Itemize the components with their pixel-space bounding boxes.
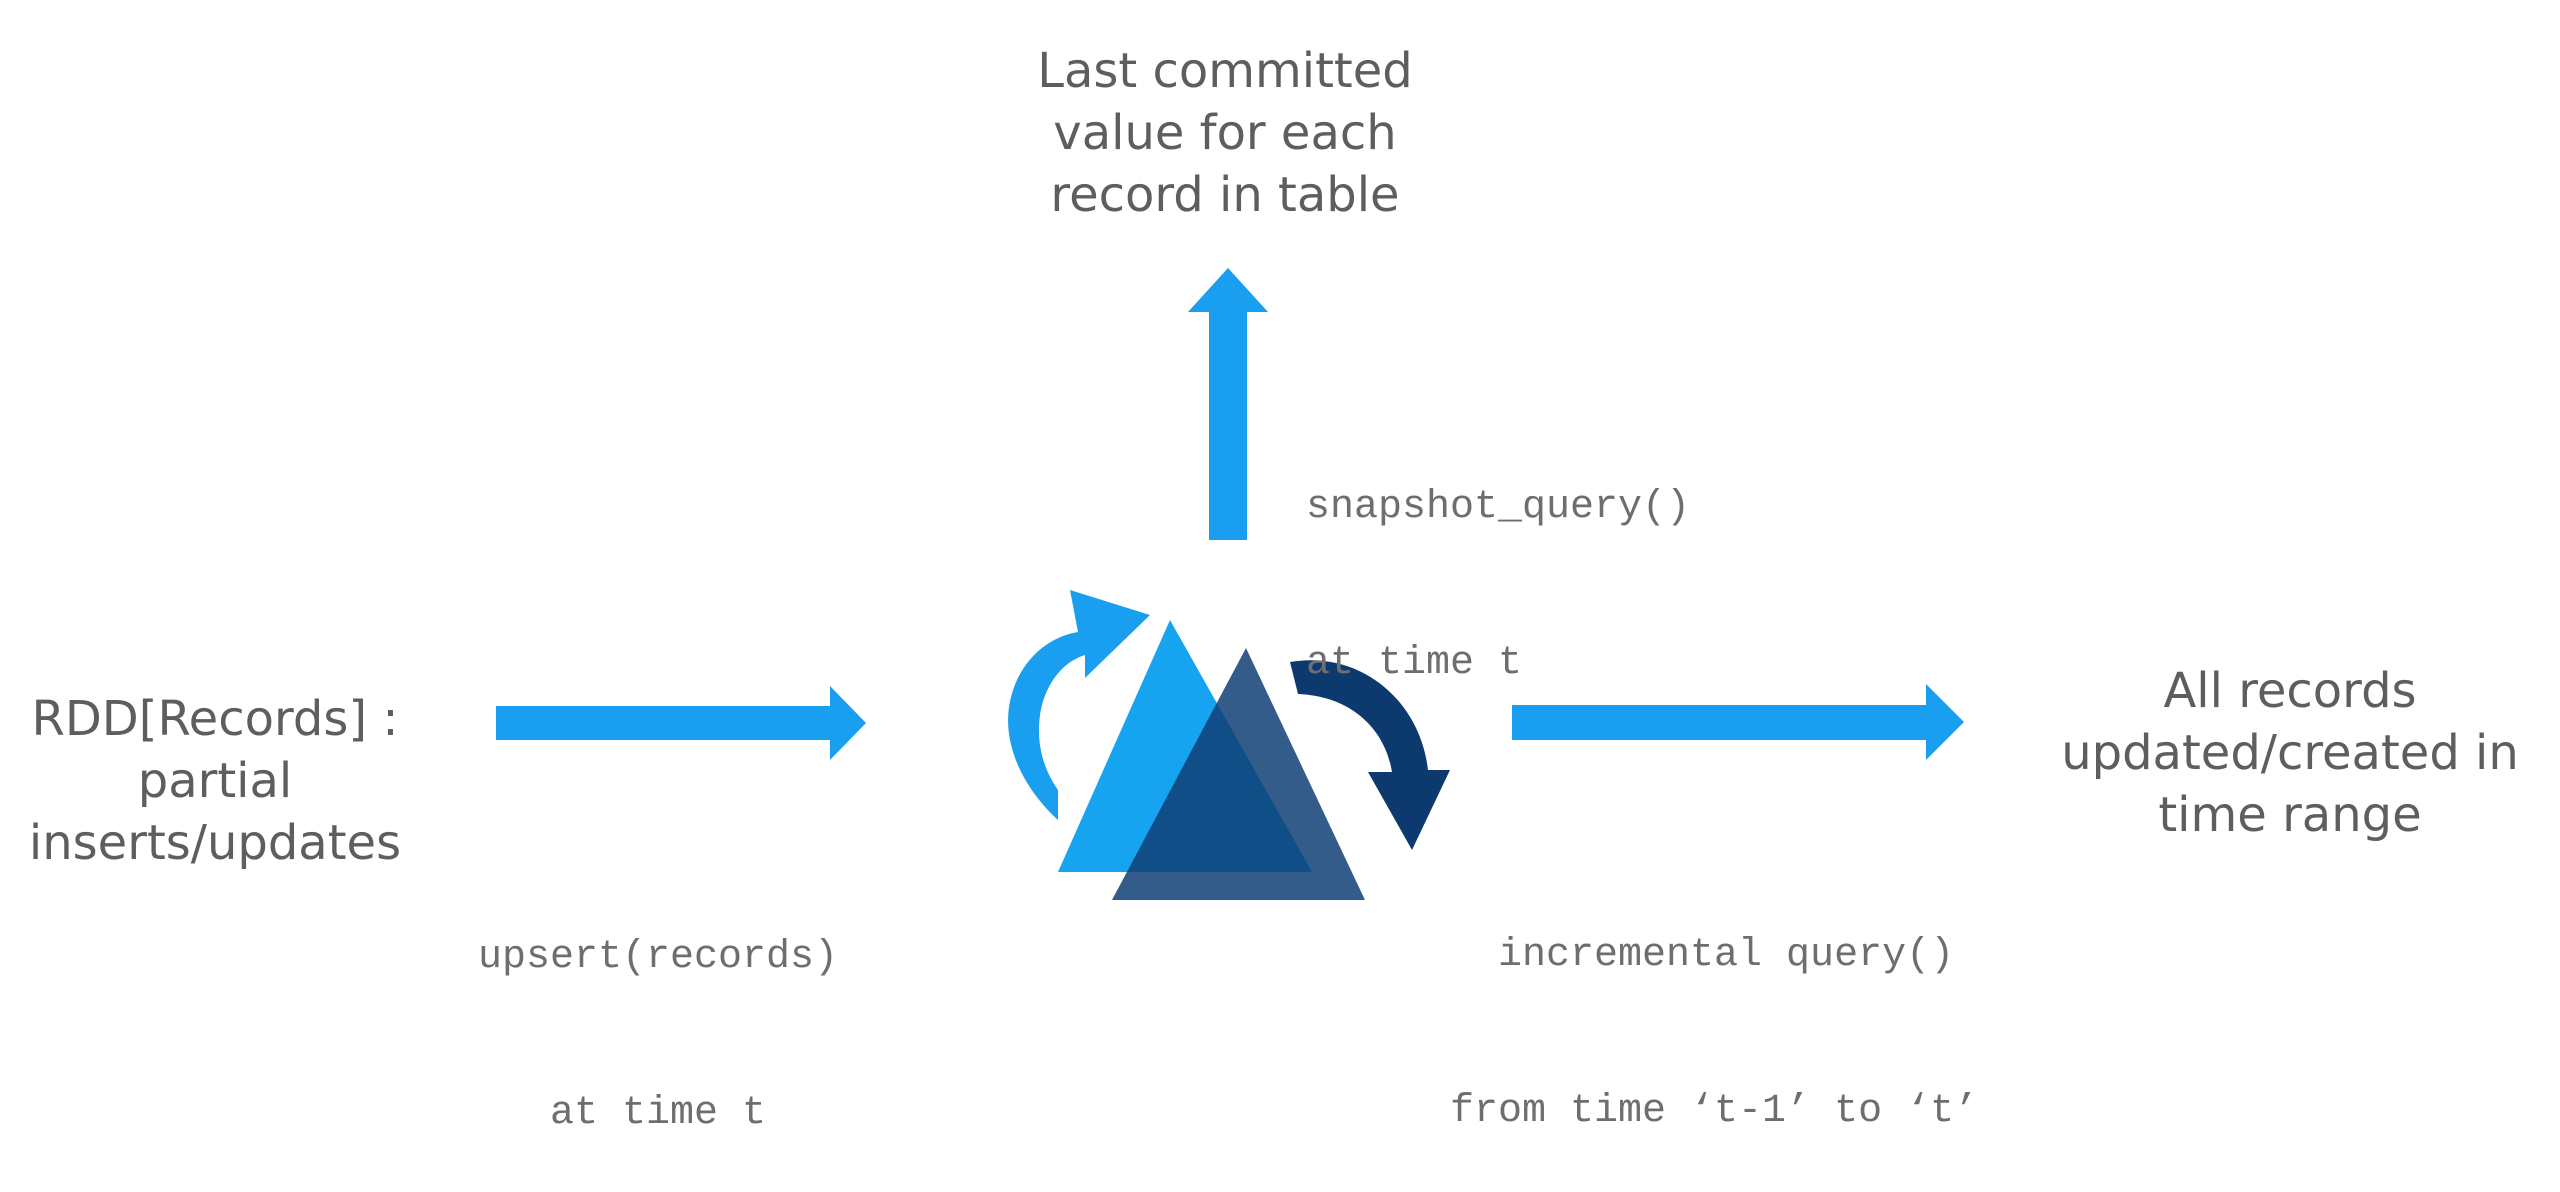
upsert-line: at time t xyxy=(478,1091,767,1136)
snapshot-query-label: snapshot_query() at time t xyxy=(1306,378,1690,742)
snapshot-query-line: snapshot_query() xyxy=(1306,485,1691,530)
output-line: All records xyxy=(2163,663,2417,719)
output-line: time range xyxy=(2158,787,2422,843)
rotate-clockwise-icon xyxy=(1008,590,1150,820)
top-output-label: Last committed value for each record in … xyxy=(1020,40,1430,226)
top-output-line: record in table xyxy=(1050,167,1400,223)
snapshot-query-line: at time t xyxy=(1306,641,1523,686)
left-arrow xyxy=(496,686,866,760)
input-line: inserts/updates xyxy=(28,815,402,871)
top-output-line: Last committed xyxy=(1037,43,1413,99)
incremental-line: from time ‘t-1’ to ‘t’ xyxy=(1450,1089,1979,1134)
up-arrow xyxy=(1188,268,1268,540)
upsert-label: upsert(records) at time t xyxy=(478,828,838,1192)
input-label: RDD[Records] : partial inserts/updates xyxy=(20,688,410,874)
hudi-logo-icon xyxy=(1008,590,1450,900)
output-label: All records updated/created in time rang… xyxy=(2040,660,2540,846)
input-line: RDD[Records] : xyxy=(31,691,399,747)
rotate-cycle-icon xyxy=(1290,660,1450,850)
input-line: partial xyxy=(137,753,293,809)
top-output-line: value for each xyxy=(1053,105,1397,161)
incremental-query-label: incremental query() from time ‘t-1’ to ‘… xyxy=(1450,826,1978,1190)
diagram-canvas xyxy=(496,268,1964,900)
right-arrow xyxy=(1512,684,1964,760)
incremental-line: incremental query() xyxy=(1450,933,1955,978)
upsert-line: upsert(records) xyxy=(478,935,839,980)
output-line: updated/created in xyxy=(2061,725,2519,781)
triangle-dark xyxy=(1112,648,1365,900)
